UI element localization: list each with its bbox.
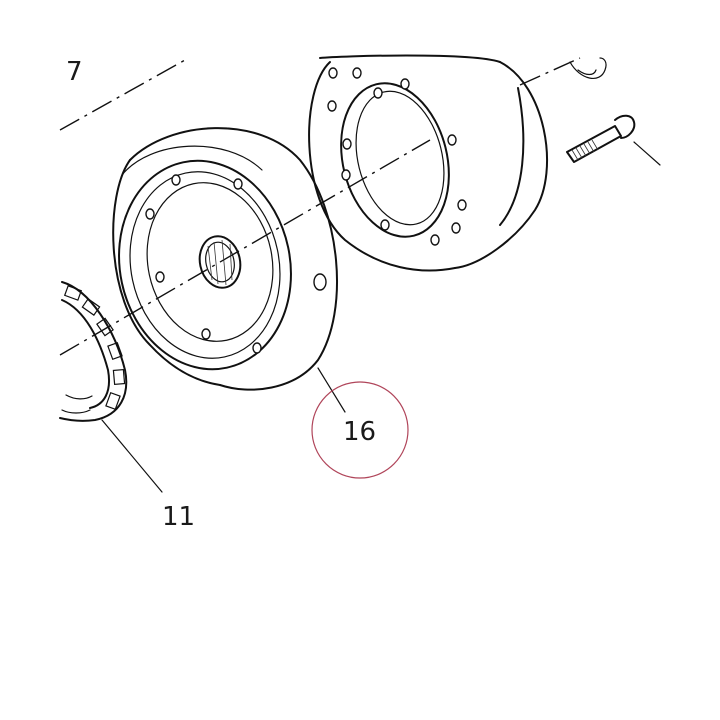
bearing-ring-11 [59, 281, 163, 493]
housing-ring [308, 54, 548, 272]
bolt [566, 114, 661, 166]
callout-7: 7 [66, 57, 83, 87]
washer [569, 57, 607, 79]
center-axis-lines [59, 57, 581, 356]
callout-11: 11 [162, 502, 195, 532]
rotor-disc-16 [112, 127, 346, 413]
highlight-circle [311, 381, 409, 479]
callout-16: 16 [343, 417, 376, 447]
